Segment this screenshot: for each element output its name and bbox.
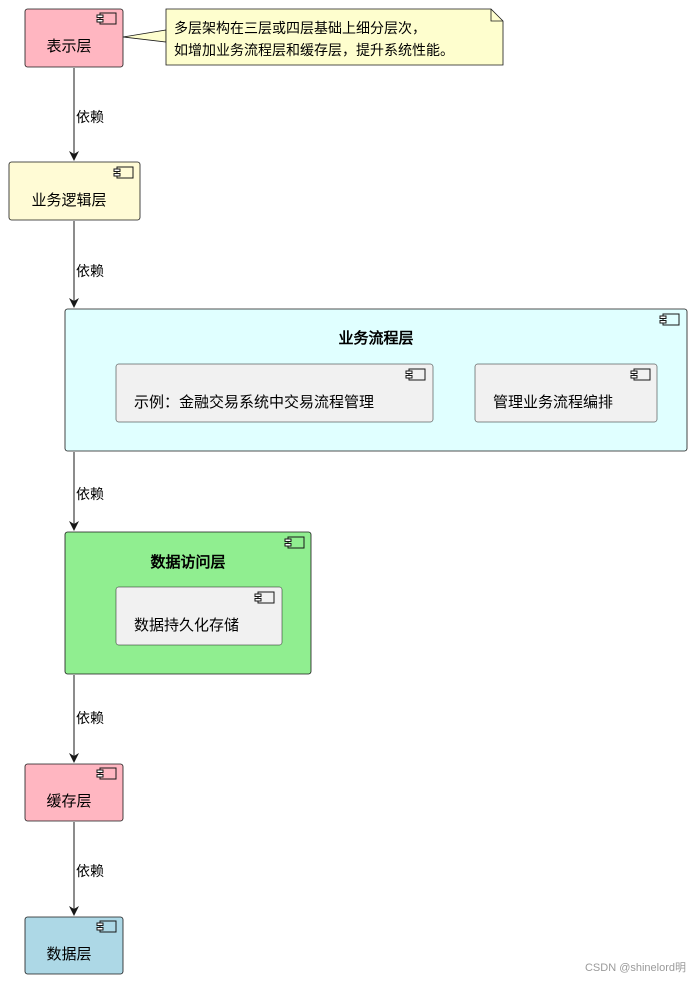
business-logic-layer-label: 业务逻辑层 — [31, 191, 106, 209]
dependency-edge-2: 依赖 — [69, 221, 104, 308]
watermark: CSDN @shinelord明 — [584, 962, 686, 974]
workflow-example-component: 示例：金融交易系统中交易流程管理 — [115, 363, 434, 423]
dependency-edge-4: 依赖 — [69, 675, 104, 763]
data-persistence-label: 数据持久化存储 — [134, 616, 239, 634]
cache-layer: 缓存层 — [24, 763, 124, 822]
data-persistence-component: 数据持久化存储 — [115, 586, 283, 646]
note: 多层架构在三层或四层基础上细分层次， 如增加业务流程层和缓存层，提升系统性能。 — [122, 8, 504, 66]
workflow-example-label: 示例：金融交易系统中交易流程管理 — [134, 393, 374, 411]
data-access-layer-title: 数据访问层 — [150, 553, 225, 571]
workflow-layer: 业务流程层 示例：金融交易系统中交易流程管理 管理业务流程编排 — [64, 308, 688, 452]
edge-label: 依赖 — [76, 264, 104, 280]
business-logic-layer: 业务逻辑层 — [8, 161, 141, 221]
dependency-edge-5: 依赖 — [69, 822, 104, 916]
dependency-edge-3: 依赖 — [69, 452, 104, 531]
presentation-layer-label: 表示层 — [46, 37, 91, 55]
data-layer-label: 数据层 — [46, 945, 91, 963]
data-access-layer: 数据访问层 数据持久化存储 — [64, 531, 312, 675]
edge-label: 依赖 — [76, 864, 104, 880]
edge-label: 依赖 — [76, 711, 104, 727]
cache-layer-label: 缓存层 — [46, 792, 91, 810]
note-line-2: 如增加业务流程层和缓存层，提升系统性能。 — [174, 43, 454, 59]
edge-label: 依赖 — [76, 110, 104, 126]
dependency-edge-1: 依赖 — [69, 68, 104, 161]
workflow-layer-title: 业务流程层 — [338, 329, 413, 347]
note-fold-icon — [490, 9, 503, 22]
data-layer: 数据层 — [24, 916, 124, 975]
workflow-orchestration-label: 管理业务流程编排 — [493, 393, 613, 411]
workflow-orchestration-component: 管理业务流程编排 — [474, 363, 658, 423]
presentation-layer: 表示层 — [24, 8, 124, 68]
note-line-1: 多层架构在三层或四层基础上细分层次， — [174, 20, 426, 37]
edge-label: 依赖 — [76, 487, 104, 503]
